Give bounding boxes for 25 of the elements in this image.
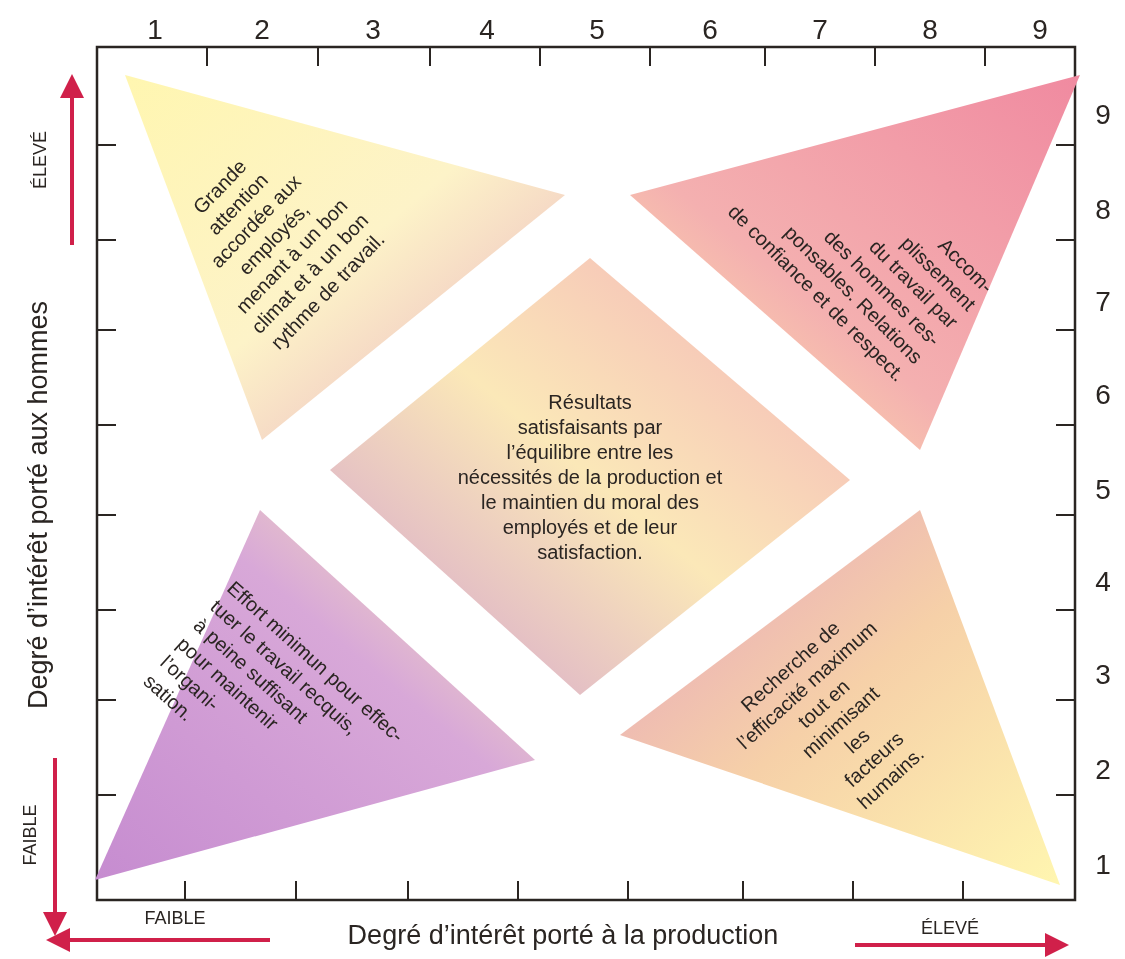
axis-tick-label: 9 [1032, 14, 1048, 46]
axis-tick-label: 4 [1095, 566, 1111, 598]
axis-end-label: FAIBLE [19, 804, 41, 866]
axis-title: Degré d’intérêt porté à la production [347, 919, 779, 951]
axis-tick-label: 2 [1095, 754, 1111, 786]
zone-description: Résultats satisfaisants par l’équilibre entre les nécessités de la production et le maintien du moral des employés et de leur satisfaction. [429, 389, 751, 575]
axis-tick-label: 5 [1095, 474, 1111, 506]
axis-end-label: FAIBLE [144, 907, 206, 929]
axis-tick-label: 8 [922, 14, 938, 46]
axis-tick-label: 8 [1095, 194, 1111, 226]
axis-tick-label: 6 [1095, 379, 1111, 411]
axis-tick-label: 6 [702, 14, 718, 46]
axis-tick-label: 7 [1095, 286, 1111, 318]
axis-tick-label: 1 [1095, 849, 1111, 881]
axis-end-label: ÉLEVÉ [29, 131, 51, 189]
axis-tick-label: 3 [1095, 659, 1111, 691]
axis-tick-label: 1 [147, 14, 163, 46]
axis-tick-label: 9 [1095, 99, 1111, 131]
axis-end-label: ÉLEVÉ [921, 917, 979, 939]
axis-tick-label: 7 [812, 14, 828, 46]
axis-tick-label: 5 [589, 14, 605, 46]
axis-tick-label: 4 [479, 14, 495, 46]
axis-tick-label: 3 [365, 14, 381, 46]
axis-title: Degré d’intérêt porté aux hommes [22, 300, 54, 710]
axis-tick-label: 2 [254, 14, 270, 46]
